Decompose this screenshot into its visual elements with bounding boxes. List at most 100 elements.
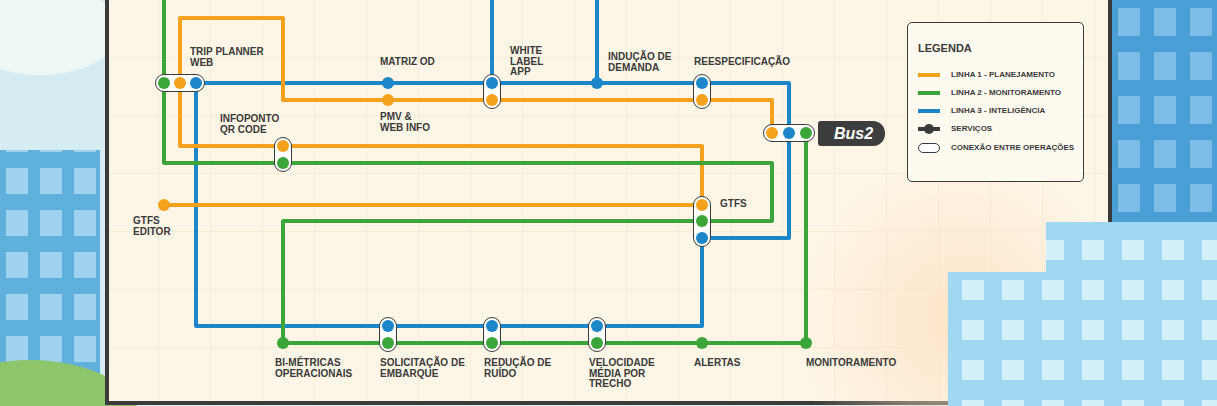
service-station: MONITORAMENTO bbox=[797, 334, 815, 352]
legend-row: LINHA 2 - MONITORAMENTO bbox=[918, 88, 1078, 100]
station-dot bbox=[696, 337, 708, 349]
connection-station: TRIP PLANNER WEB bbox=[155, 74, 205, 92]
route-line bbox=[492, 324, 597, 328]
station-label: GTFS bbox=[720, 199, 770, 210]
legend-title: LEGENDA bbox=[918, 42, 972, 54]
station-dot bbox=[800, 337, 812, 349]
station-dot bbox=[486, 337, 498, 349]
station-dot bbox=[486, 320, 498, 332]
legend-box: LEGENDA LINHA 1 - PLANEJAMENTO LINHA 2 - M… bbox=[907, 22, 1084, 182]
route-line bbox=[804, 133, 808, 343]
station-dot bbox=[696, 94, 708, 106]
connection-station: VELOCIDADE MÉDIA POR TRECHO bbox=[588, 317, 606, 352]
station-label: REDUÇÃO DE RUÍDO bbox=[484, 358, 556, 379]
legend-swatch bbox=[918, 73, 940, 77]
legend-row: LINHA 1 - PLANEJAMENTO bbox=[918, 70, 1078, 82]
station-dot bbox=[277, 337, 289, 349]
route-line bbox=[597, 81, 702, 85]
station-dot bbox=[382, 94, 394, 106]
station-label: INFOPONTO QR CODE bbox=[220, 114, 284, 135]
legend-swatch bbox=[918, 91, 940, 95]
route-line bbox=[702, 341, 806, 345]
connection-station: WHITE LABEL APP bbox=[483, 74, 501, 109]
station-label: WHITE LABEL APP bbox=[510, 46, 552, 78]
route-line bbox=[388, 324, 492, 328]
front-building-windows bbox=[948, 222, 1217, 406]
station-label: INDUÇÃO DE DEMANDA bbox=[608, 52, 686, 73]
station-dot bbox=[190, 77, 202, 89]
station-dot bbox=[800, 127, 812, 139]
station-label: REESPECIFICAÇÃO bbox=[694, 57, 804, 68]
route-line bbox=[492, 98, 702, 102]
route-line bbox=[388, 341, 492, 345]
station-dot bbox=[696, 199, 708, 211]
service-station: ALERTAS bbox=[693, 334, 711, 352]
route-stub bbox=[162, 0, 166, 83]
connection-station: REDUÇÃO DE RUÍDO bbox=[483, 317, 501, 352]
legend-dot-sample bbox=[924, 124, 934, 134]
route-line bbox=[180, 83, 283, 146]
connection-station: REESPECIFICAÇÃO bbox=[693, 74, 711, 109]
service-station: INDUÇÃO DE DEMANDA bbox=[588, 74, 606, 92]
legend-text: LINHA 1 - PLANEJAMENTO bbox=[951, 70, 1075, 79]
service-station: GTFS EDITOR bbox=[155, 196, 173, 214]
station-dot bbox=[382, 337, 394, 349]
route-line bbox=[283, 146, 702, 205]
station-dot bbox=[591, 320, 603, 332]
legend-row: CONEXÃO ENTRE OPERAÇÕES bbox=[918, 143, 1078, 155]
station-dot bbox=[277, 140, 289, 152]
service-station: BI-MÉTRICAS OPERACIONAIS bbox=[274, 334, 292, 352]
station-dot bbox=[277, 157, 289, 169]
station-label: PMV & WEB INFO bbox=[380, 112, 432, 133]
route-line bbox=[388, 98, 492, 102]
station-label: MONITORAMENTO bbox=[806, 358, 916, 369]
route-stub bbox=[490, 0, 494, 83]
station-label: MATRIZ OD bbox=[380, 57, 470, 68]
station-label: SOLICITAÇÃO DE EMBARQUE bbox=[380, 358, 470, 379]
front-building bbox=[948, 222, 1217, 406]
legend-text: LINHA 2 - MONITORAMENTO bbox=[951, 88, 1075, 97]
station-label: ALERTAS bbox=[694, 358, 764, 369]
route-line bbox=[164, 203, 702, 207]
cloud bbox=[0, 0, 120, 75]
station-label: VELOCIDADE MÉDIA POR TRECHO bbox=[589, 358, 661, 390]
route-line bbox=[492, 341, 597, 345]
route-line bbox=[597, 341, 702, 345]
connection-station: INFOPONTO QR CODE bbox=[274, 137, 292, 172]
station-dot bbox=[783, 127, 795, 139]
station-label: GTFS EDITOR bbox=[133, 216, 177, 237]
route-line bbox=[164, 83, 283, 163]
legend-text: SERVIÇOS bbox=[951, 124, 1075, 133]
station-dot bbox=[696, 215, 708, 227]
route-line bbox=[492, 81, 597, 85]
legend-text: CONEXÃO ENTRE OPERAÇÕES bbox=[951, 143, 1075, 152]
brand-logo: Bus2 bbox=[818, 121, 885, 146]
station-dot bbox=[591, 337, 603, 349]
route-line bbox=[388, 81, 492, 85]
connection-station: GTFS bbox=[693, 196, 711, 247]
connection-station: SOLICITAÇÃO DE EMBARQUE bbox=[379, 317, 397, 352]
station-dot bbox=[174, 77, 186, 89]
route-line bbox=[283, 341, 388, 345]
route-line bbox=[283, 221, 702, 343]
legend-row: LINHA 3 - INTELIGÊNCIA bbox=[918, 106, 1078, 118]
station-dot bbox=[696, 232, 708, 244]
station-label: TRIP PLANNER WEB bbox=[190, 47, 270, 68]
station-dot bbox=[766, 127, 778, 139]
station-dot bbox=[486, 77, 498, 89]
legend-swatch bbox=[918, 109, 940, 113]
station-dot bbox=[486, 94, 498, 106]
connection-station: Bus2 bbox=[763, 124, 815, 142]
service-station: MATRIZ OD bbox=[379, 74, 397, 92]
station-dot bbox=[382, 77, 394, 89]
station-dot bbox=[158, 77, 170, 89]
station-dot bbox=[158, 199, 170, 211]
route-line bbox=[180, 18, 388, 100]
station-dot bbox=[696, 77, 708, 89]
station-label: BI-MÉTRICAS OPERACIONAIS bbox=[275, 358, 357, 379]
legend-text: LINHA 3 - INTELIGÊNCIA bbox=[951, 106, 1075, 115]
route-line bbox=[702, 100, 772, 133]
route-stub bbox=[595, 0, 599, 83]
station-dot bbox=[591, 77, 603, 89]
